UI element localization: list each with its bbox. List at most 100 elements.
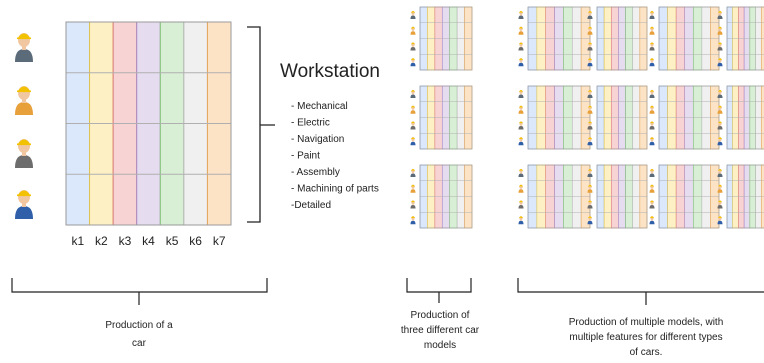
column-label: k6 bbox=[189, 234, 202, 248]
worker-icon bbox=[15, 139, 33, 168]
worker-icon bbox=[649, 184, 655, 193]
worker-icon bbox=[649, 58, 655, 67]
worker-icon bbox=[717, 137, 723, 146]
three-models-brace bbox=[406, 278, 472, 303]
worker-icon bbox=[518, 89, 524, 99]
worker-icon bbox=[717, 105, 723, 114]
worker-icon bbox=[587, 26, 593, 35]
worker-icon bbox=[717, 26, 723, 35]
worker-icon bbox=[15, 190, 33, 219]
worker-icon bbox=[717, 121, 723, 130]
worker-icon bbox=[587, 200, 593, 209]
worker-icon bbox=[410, 168, 416, 178]
worker-icon bbox=[410, 10, 416, 20]
mini-workstation-grid bbox=[527, 85, 591, 150]
worker-icon bbox=[518, 121, 524, 130]
worker-icon bbox=[410, 200, 416, 209]
mini-workstation-grid bbox=[419, 85, 473, 150]
worker-icon bbox=[649, 26, 655, 35]
worker-icon bbox=[587, 168, 593, 178]
workstation-item: - Machining of parts bbox=[291, 184, 379, 195]
single-car-brace bbox=[11, 278, 268, 305]
worker-icon bbox=[649, 89, 655, 99]
workstation-title: Workstation bbox=[280, 61, 380, 82]
mini-workstation-grid bbox=[726, 6, 764, 71]
worker-icon bbox=[587, 137, 593, 146]
caption-three-line3: models bbox=[424, 340, 456, 351]
workstation-item: - Navigation bbox=[291, 134, 344, 145]
column-label: k7 bbox=[213, 234, 226, 248]
worker-icon bbox=[410, 137, 416, 146]
worker-icon bbox=[410, 58, 416, 67]
mini-workstation-grid bbox=[726, 85, 764, 150]
column-labels: k1 k2 k3 k4 k5 k6 k7 bbox=[71, 234, 225, 248]
workstation-item: - Mechanical bbox=[291, 101, 348, 112]
workstation-bracket bbox=[247, 26, 275, 223]
worker-icon bbox=[518, 10, 524, 20]
mini-workstation-grid bbox=[658, 85, 720, 150]
main-workstation-grid bbox=[65, 21, 232, 226]
worker-icon bbox=[649, 10, 655, 20]
worker-icon bbox=[587, 89, 593, 99]
mini-workstation-grid bbox=[596, 85, 648, 150]
worker-icon bbox=[649, 105, 655, 114]
worker-icon bbox=[717, 216, 723, 225]
worker-icon bbox=[587, 105, 593, 114]
column-label: k4 bbox=[142, 234, 155, 248]
worker-icon bbox=[518, 26, 524, 35]
column-label: k3 bbox=[119, 234, 132, 248]
worker-icon bbox=[587, 184, 593, 193]
worker-icon bbox=[717, 184, 723, 193]
workstation-item: - Paint bbox=[291, 151, 320, 162]
column-label: k1 bbox=[71, 234, 84, 248]
worker-icon bbox=[410, 216, 416, 225]
worker-icon bbox=[717, 89, 723, 99]
worker-icon bbox=[410, 42, 416, 51]
worker-icon bbox=[649, 137, 655, 146]
worker-icon bbox=[649, 200, 655, 209]
mini-workstation-grid bbox=[596, 6, 648, 71]
multiple-models-brace bbox=[517, 278, 764, 305]
mini-workstation-grid bbox=[596, 164, 648, 229]
caption-multiple-line2: multiple features for different types bbox=[569, 332, 722, 343]
mini-grids bbox=[410, 6, 764, 229]
mini-workstation-grid bbox=[658, 164, 720, 229]
worker-icon bbox=[649, 168, 655, 178]
mini-workstation-grid bbox=[527, 6, 591, 71]
worker-icon bbox=[649, 216, 655, 225]
caption-single-line2: car bbox=[132, 338, 147, 349]
mini-workstation-grid bbox=[419, 164, 473, 229]
worker-icon bbox=[587, 121, 593, 130]
worker-icon bbox=[518, 168, 524, 178]
worker-icon bbox=[410, 89, 416, 99]
grid-border bbox=[65, 21, 232, 226]
worker-icon bbox=[717, 42, 723, 51]
worker-icon bbox=[410, 105, 416, 114]
worker-icon bbox=[717, 200, 723, 209]
caption-multiple-line1: Production of multiple models, with bbox=[569, 317, 724, 328]
workstation-item: -Detailed bbox=[291, 200, 331, 211]
workstation-list: - Mechanical - Electric - Navigation - Pain… bbox=[291, 101, 379, 211]
worker-icon bbox=[587, 216, 593, 225]
mini-workstation-grid bbox=[527, 164, 591, 229]
worker-icon bbox=[717, 58, 723, 67]
worker-icon bbox=[649, 121, 655, 130]
mini-workstation-grid bbox=[419, 6, 473, 71]
workstation-item: - Electric bbox=[291, 118, 330, 129]
worker-icon bbox=[587, 10, 593, 20]
worker-icon bbox=[518, 216, 524, 225]
caption-single-line1: Production of a bbox=[105, 320, 173, 331]
worker-icon bbox=[518, 200, 524, 209]
column-label: k2 bbox=[95, 234, 108, 248]
worker-icon bbox=[15, 33, 33, 62]
column-label: k5 bbox=[166, 234, 179, 248]
worker-icon bbox=[587, 42, 593, 51]
worker-icon bbox=[518, 184, 524, 193]
worker-icon bbox=[518, 58, 524, 67]
worker-icon bbox=[410, 26, 416, 35]
worker-icon bbox=[518, 105, 524, 114]
worker-icon bbox=[410, 184, 416, 193]
mini-workstation-grid bbox=[726, 164, 764, 229]
main-workers bbox=[15, 33, 33, 219]
